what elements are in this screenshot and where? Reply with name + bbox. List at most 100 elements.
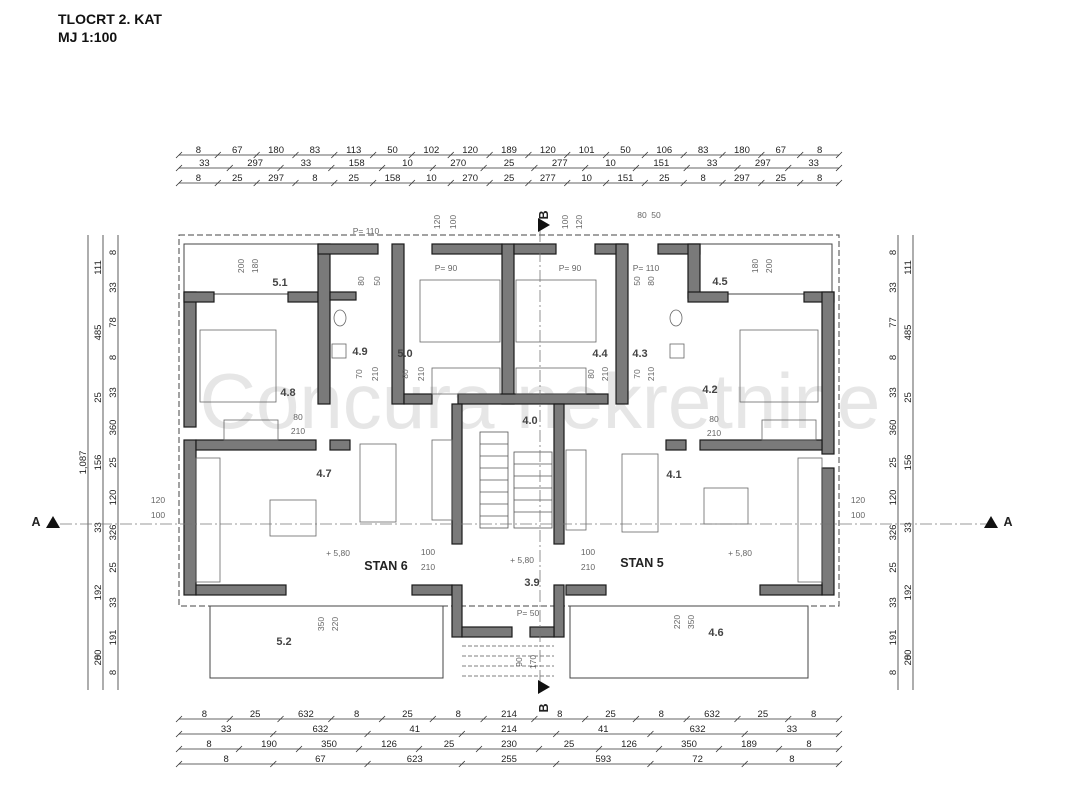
dimension-label: 25 — [444, 739, 455, 750]
dimension-label: 33 — [301, 158, 312, 169]
annotation: 210 — [370, 367, 380, 381]
dimension-label: 326 — [888, 525, 899, 541]
annotation: 180 — [750, 259, 760, 273]
annotation: 120 — [574, 215, 584, 229]
kitchen-counter-stan-6 — [195, 457, 221, 583]
annotation: 100 — [581, 547, 595, 557]
dimension-label: 632 — [298, 709, 314, 720]
dimension-label: 8 — [789, 754, 794, 765]
dimension-tick — [331, 179, 338, 187]
dimension-tick — [680, 151, 687, 159]
dimension-tick — [328, 164, 335, 172]
dimension-label: 33 — [108, 597, 119, 608]
dimension-label: 25 — [250, 709, 261, 720]
washbasin-4.9 — [331, 343, 347, 359]
dimension-label: 180 — [734, 145, 750, 156]
room-label-4-9: 4.9 — [352, 346, 367, 358]
dimension-label: 25 — [108, 562, 119, 573]
dimension-tick — [758, 179, 765, 187]
dimension-label: 8 — [903, 655, 914, 660]
dimension-tick — [447, 151, 455, 159]
annotation: 80 — [709, 414, 719, 424]
dimension-label: 25 — [605, 709, 616, 720]
dimension-label: 8 — [108, 250, 119, 255]
dimension-label: 33 — [888, 387, 899, 398]
dimension-tick — [835, 760, 843, 768]
dimension-label: 350 — [321, 739, 337, 750]
room-label-4-7: 4.7 — [316, 468, 331, 480]
dimension-tick — [741, 730, 748, 738]
dimension-tick — [734, 164, 741, 172]
dimension-tick — [796, 179, 804, 187]
dimension-label: 67 — [315, 754, 326, 765]
level-marker: + 5,80 — [728, 548, 752, 558]
toilet-4.9 — [333, 309, 347, 327]
dimension-label: 41 — [598, 724, 609, 735]
section-mark-b-bottom: B — [537, 703, 551, 712]
level-marker: + 5,80 — [326, 548, 350, 558]
dimension-label: 72 — [692, 754, 703, 765]
dimension-label: 126 — [381, 739, 397, 750]
bed-room-4.8 — [199, 329, 277, 403]
dimension-label: 8 — [817, 145, 822, 156]
dimension-label: 192 — [903, 585, 914, 601]
dimension-label: 33 — [221, 724, 232, 735]
level-marker: + 5,80 — [510, 555, 534, 565]
dimension-tick — [531, 715, 538, 723]
dimension-tick — [641, 179, 649, 187]
dimension-tick — [486, 179, 493, 187]
dimension-label: 25 — [504, 158, 515, 169]
dimension-label: 200 — [93, 650, 104, 666]
dimension-tick — [632, 164, 640, 172]
dimension-tick — [175, 730, 183, 738]
dimension-label: 102 — [423, 145, 439, 156]
section-arrows — [46, 218, 998, 694]
dimension-label: 360 — [888, 420, 899, 436]
unit-label-stan-5: STAN 5 — [620, 556, 664, 570]
dimension-label: 8 — [223, 754, 228, 765]
dimension-label: 25 — [348, 173, 359, 184]
annotation: 120 — [432, 215, 442, 229]
room-label-4-6: 4.6 — [708, 627, 723, 639]
dimension-label: 33 — [93, 522, 104, 533]
dimension-label: 33 — [787, 724, 798, 735]
annotation: 100 — [421, 547, 435, 557]
dimension-tick — [331, 151, 338, 159]
annotation: 210 — [581, 562, 595, 572]
annotation: 50 — [632, 276, 642, 286]
dimension-label: 8 — [93, 655, 104, 660]
dimension-label: 113 — [346, 145, 361, 156]
annotation: P= 90 — [435, 263, 458, 273]
dimension-tick — [655, 745, 663, 753]
dimension-label: 25 — [758, 709, 769, 720]
dimension-label: 192 — [93, 585, 104, 601]
dimension-tick — [734, 715, 741, 723]
corridor-wardrobe-stan-6 — [431, 367, 501, 395]
dimension-label: 180 — [268, 145, 284, 156]
dimension-tick — [602, 151, 610, 159]
dimension-tick — [581, 715, 589, 723]
dimension-label: 8 — [354, 709, 359, 720]
dimension-tick — [408, 179, 416, 187]
dimension-label: 83 — [698, 145, 709, 156]
dimension-tick — [270, 730, 277, 738]
dimension-label: 8 — [108, 670, 119, 675]
furniture — [195, 279, 823, 583]
dimension-tick — [295, 745, 303, 753]
dimension-tick — [175, 715, 183, 723]
dimension-label: 120 — [540, 145, 556, 156]
drawing-scale: MJ 1:100 — [58, 29, 118, 45]
dimension-tick — [683, 715, 690, 723]
dimension-label: 33 — [108, 387, 119, 398]
room-label-4-8: 4.8 — [280, 387, 295, 399]
annotation: 220 — [330, 617, 340, 631]
dimension-label: 632 — [704, 709, 720, 720]
annotation: 210 — [416, 367, 426, 381]
dimension-label: 297 — [247, 158, 263, 169]
dimension-label: 277 — [552, 158, 568, 169]
dimension-tick — [647, 760, 654, 768]
bed-room-4.2 — [739, 329, 819, 403]
dimension-label: 350 — [681, 739, 697, 750]
